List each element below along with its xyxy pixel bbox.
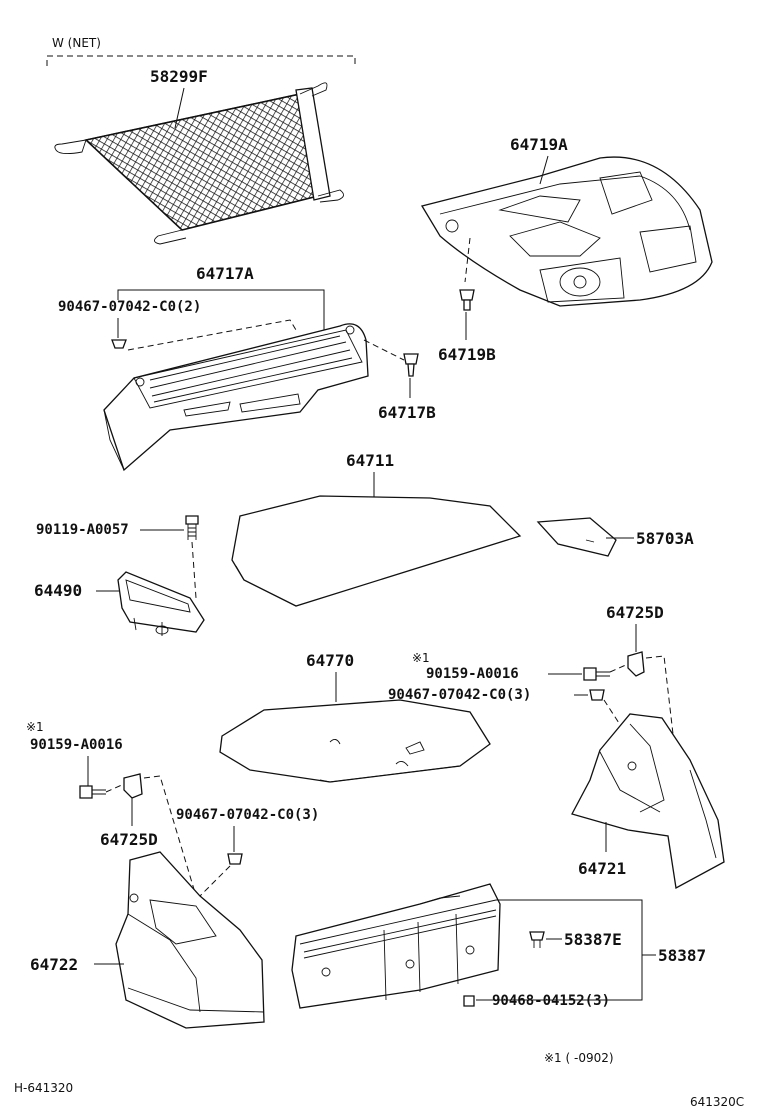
label-64719A: 64719A [510,135,568,154]
leader-64719A [539,155,549,185]
clip-90467-3-r [589,689,605,701]
screw-90119 [185,515,199,540]
label-64711: 64711 [346,451,394,470]
mark-l: ※1 [26,720,44,734]
clip-64719B [459,289,475,311]
label-64719B: 64719B [438,345,496,364]
leader-64717A [117,289,325,332]
side-trim-64721 [571,713,725,890]
label-64725D-r: 64725D [606,603,664,622]
ref-right: 641320C [690,1095,744,1109]
dash-90467-3-r [603,699,631,741]
clip-64717B [403,353,419,377]
trunk-lid-trim-64719A [420,156,713,307]
floor-mat-64711 [231,495,522,607]
dash-90159-r [609,663,629,673]
pad-58703A [536,517,617,557]
cargo-net-58299F [54,82,344,245]
mark-r: ※1 [412,651,430,665]
dash-90159-l [105,783,125,793]
deck-board-64770 [219,699,491,783]
label-64721: 64721 [578,859,626,878]
label-64722: 64722 [30,955,78,974]
ref-left: H-641320 [14,1081,73,1095]
dash-64719B [464,237,471,283]
label-58703A: 58703A [636,529,694,548]
leader-58299F [174,87,185,129]
label-90467-3-l: 90467-07042-C0(3) [176,807,319,823]
screw-58387E [529,931,545,948]
group-label: W (NET) [52,36,101,50]
label-90119: 90119-A0057 [36,522,129,538]
upper-trim-64717A [103,323,369,472]
label-64725D-l: 64725D [100,830,158,849]
clip-90467-2 [111,339,127,349]
label-90467-3-r: 90467-07042-C0(3) [388,687,531,703]
label-90159-r: 90159-A0016 [426,666,519,682]
screw-90159-r [583,667,610,681]
clip-90467-3-l [227,853,243,865]
footnote: ※1 ( -0902) [544,1051,614,1065]
dash-64717B [363,339,405,361]
rear-sill-plate-58387 [291,883,501,1009]
label-90467-2: 90467-07042-C0(2) [58,299,201,315]
dash-90467-3-l [195,865,231,901]
label-58299F: 58299F [150,67,208,86]
dash-90119 [191,541,197,599]
label-64717A: 64717A [196,264,254,283]
side-trim-64722 [115,851,265,1029]
label-64490: 64490 [34,581,82,600]
label-90468: 90468-04152(3) [492,993,610,1009]
bracket-64725D-r [627,651,645,677]
dash-64725D-l [143,775,197,897]
dash-90467-2 [127,319,297,351]
group-bracket [46,55,356,66]
bracket-64725D-l [123,773,143,799]
nut-90468 [463,995,475,1007]
label-58387E: 58387E [564,930,622,949]
screw-90159-l [79,785,106,799]
storage-box-64490 [117,571,205,636]
label-64717B: 64717B [378,403,436,422]
label-90159-l: 90159-A0016 [30,737,123,753]
leader-58387-bracket [476,899,643,1001]
label-58387: 58387 [658,946,706,965]
label-64770: 64770 [306,651,354,670]
